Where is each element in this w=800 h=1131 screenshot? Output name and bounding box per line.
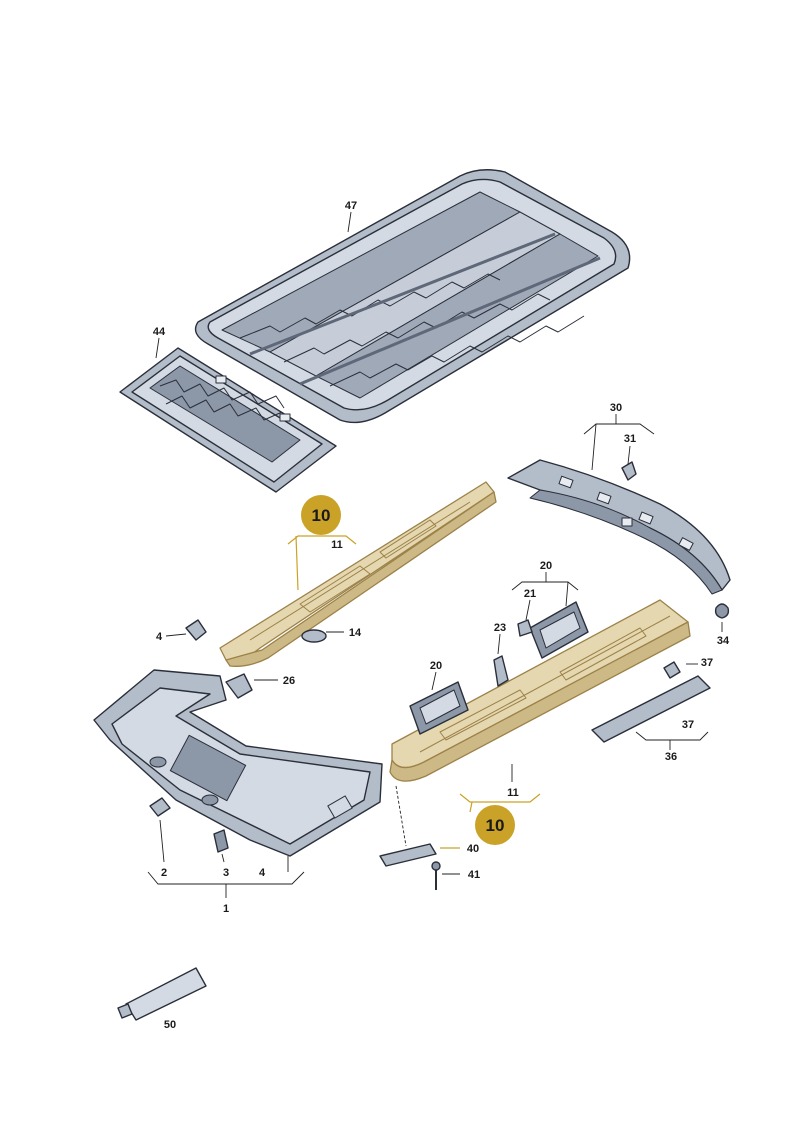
clip-part-26 — [225, 673, 253, 699]
label-2: 2 — [161, 867, 167, 879]
bracket-part-23 — [493, 655, 509, 687]
clip-part-31 — [621, 461, 637, 481]
left-roof-rail-highlighted — [219, 481, 497, 667]
label-44: 44 — [153, 326, 166, 338]
rear-headliner-panel — [119, 347, 337, 493]
label-10-upper: 10 — [312, 506, 331, 525]
label-34: 34 — [717, 635, 730, 647]
label-20-lower: 20 — [430, 660, 442, 672]
button-part-14 — [301, 629, 327, 643]
label-11-lower: 11 — [507, 787, 519, 799]
screw-part-41 — [431, 861, 441, 890]
callout-badge-10-upper: 10 — [301, 495, 341, 535]
label-50: 50 — [164, 1019, 176, 1031]
frame-part-20-lower — [409, 681, 469, 735]
adhesive-tube-part-50 — [117, 967, 207, 1021]
label-37-upper: 37 — [701, 657, 713, 669]
right-roof-rail-highlighted — [389, 599, 691, 782]
label-11-upper: 11 — [331, 539, 343, 551]
label-47: 47 — [345, 200, 357, 212]
label-10-lower: 10 — [486, 816, 505, 835]
roof-headliner-panel — [194, 169, 631, 424]
label-26: 26 — [283, 675, 295, 687]
bracket-part-40 — [379, 843, 437, 867]
clip-part-21 — [517, 619, 533, 637]
clip-part-2 — [149, 797, 171, 817]
label-23: 23 — [494, 622, 506, 634]
label-37-lower: 37 — [682, 719, 694, 731]
label-20-upper: 20 — [540, 560, 552, 572]
label-40: 40 — [467, 843, 479, 855]
callout-badge-10-lower: 10 — [475, 805, 515, 845]
frame-part-20-upper — [529, 601, 589, 659]
headliner-frame — [93, 669, 383, 857]
rear-cross-trim — [507, 459, 731, 595]
clip-part-3 — [213, 829, 229, 853]
label-31: 31 — [624, 433, 636, 445]
label-21: 21 — [524, 588, 536, 600]
label-14: 14 — [349, 627, 362, 639]
label-4-lower: 4 — [259, 867, 266, 879]
label-41: 41 — [468, 869, 480, 881]
clip-part-4-upper — [185, 619, 207, 641]
leader-lines — [147, 211, 723, 898]
label-1: 1 — [223, 903, 229, 915]
clip-part-34 — [714, 603, 730, 619]
label-3: 3 — [223, 867, 229, 879]
label-36: 36 — [665, 751, 677, 763]
label-4-upper: 4 — [156, 631, 163, 643]
label-30: 30 — [610, 402, 622, 414]
strip-part-36 — [591, 661, 711, 743]
